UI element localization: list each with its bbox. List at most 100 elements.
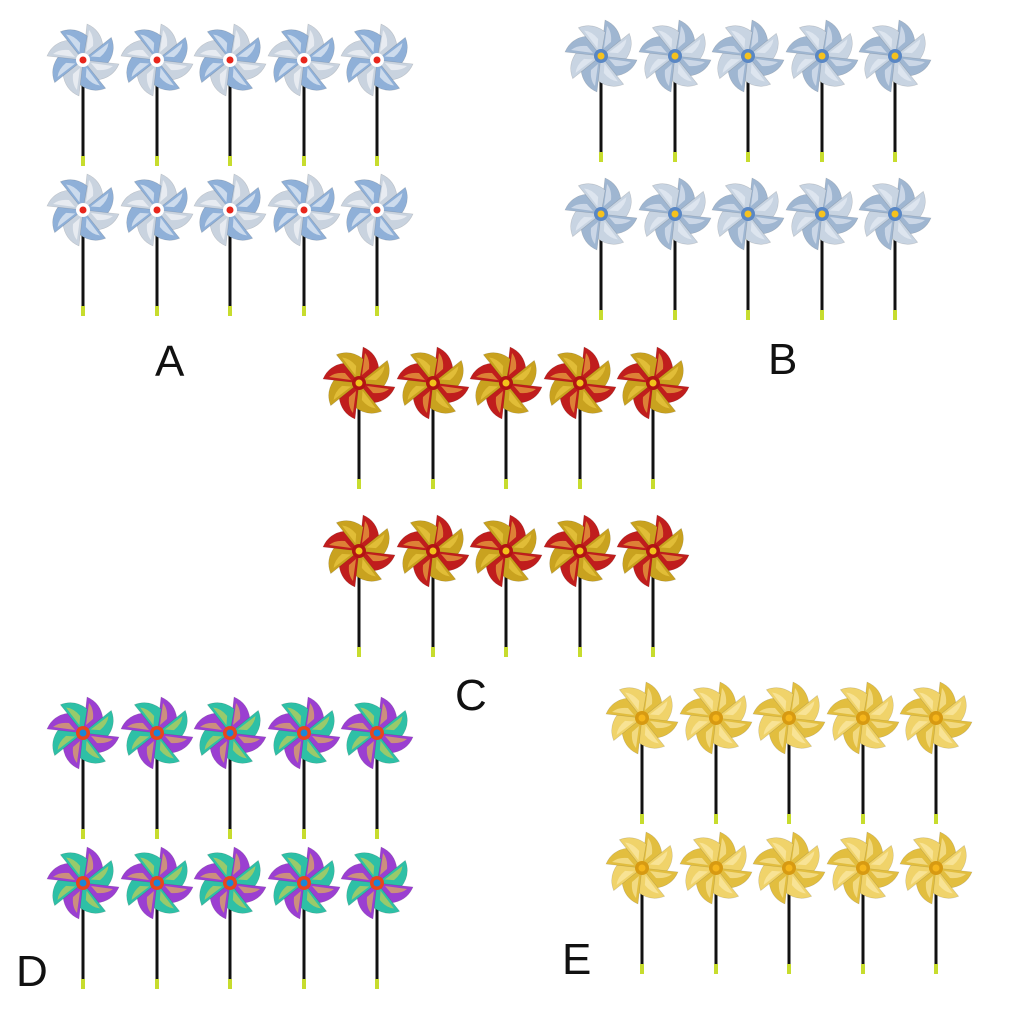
petal-shine bbox=[869, 58, 888, 73]
variant-d-group bbox=[44, 695, 424, 995]
petal-shine bbox=[569, 559, 577, 581]
petal-shine bbox=[677, 221, 692, 240]
hub bbox=[859, 864, 866, 872]
pinwheel-petals bbox=[120, 696, 193, 770]
pinwheel bbox=[394, 345, 472, 500]
stick-pole bbox=[640, 724, 644, 822]
stick-cap bbox=[301, 829, 306, 839]
stick-cap bbox=[301, 156, 306, 166]
petal-shine bbox=[91, 736, 113, 744]
petal-shine bbox=[756, 59, 778, 67]
petal-shine bbox=[870, 851, 888, 866]
pinwheel-petals bbox=[616, 514, 690, 588]
pinwheel-petals bbox=[858, 19, 932, 93]
stick-pole bbox=[673, 220, 676, 318]
petal-shine bbox=[333, 553, 352, 568]
petal-shine bbox=[204, 62, 223, 77]
petal-shine bbox=[204, 885, 223, 900]
variant-e-group bbox=[603, 680, 983, 980]
petal-shine bbox=[200, 199, 222, 207]
pinwheel bbox=[824, 830, 902, 985]
petal-shine bbox=[91, 213, 113, 221]
petal-shine bbox=[778, 726, 786, 748]
stick-pole bbox=[228, 889, 232, 987]
petal-shine bbox=[204, 735, 223, 750]
pinwheel bbox=[320, 345, 398, 500]
petal-shine bbox=[306, 890, 321, 909]
stick-pole bbox=[228, 66, 232, 164]
petal-shine bbox=[731, 188, 746, 207]
petal-shine bbox=[200, 722, 222, 730]
petal-shine bbox=[380, 30, 388, 52]
petal-shine bbox=[943, 851, 962, 866]
petal-shine bbox=[903, 59, 925, 67]
pinwheel-petals bbox=[322, 346, 396, 420]
pinwheel-petals bbox=[469, 346, 543, 420]
petal bbox=[280, 29, 309, 61]
petal-shine bbox=[213, 857, 228, 876]
petal-shine bbox=[384, 716, 403, 731]
pinwheel-petals bbox=[340, 696, 414, 770]
stick-pole bbox=[787, 724, 791, 822]
petal-shine bbox=[329, 372, 351, 380]
pinwheel bbox=[897, 830, 975, 985]
petal bbox=[629, 520, 658, 552]
pinwheel-petals bbox=[267, 846, 340, 920]
petal-shine bbox=[306, 67, 321, 86]
pinwheel-petals bbox=[899, 831, 973, 905]
petal-shine bbox=[938, 725, 953, 744]
stick-pole bbox=[893, 220, 897, 318]
pinwheel-petals bbox=[120, 846, 193, 920]
petal-shine bbox=[737, 64, 745, 86]
pinwheel bbox=[191, 695, 269, 850]
petal bbox=[353, 702, 382, 734]
stick-pole bbox=[746, 220, 750, 318]
petal-shine bbox=[204, 212, 223, 227]
petal-shine bbox=[380, 703, 388, 725]
petal-shine bbox=[804, 30, 819, 49]
hub bbox=[671, 52, 678, 60]
petal-shine bbox=[796, 58, 814, 73]
petal-shine bbox=[625, 692, 640, 711]
petal-shine bbox=[342, 525, 357, 544]
stick-pole bbox=[820, 62, 823, 160]
petal-shine bbox=[811, 64, 819, 86]
petal-shine bbox=[347, 872, 369, 880]
petal bbox=[133, 852, 162, 884]
petal-shine bbox=[480, 553, 499, 568]
pinwheel bbox=[191, 172, 269, 327]
hub bbox=[300, 206, 307, 214]
stick-pole bbox=[431, 389, 434, 487]
stick-pole bbox=[578, 557, 581, 655]
pinwheel bbox=[614, 513, 692, 668]
pinwheel-row bbox=[44, 695, 424, 850]
petal-shine bbox=[587, 554, 610, 562]
petal-shine bbox=[829, 217, 852, 225]
stick-cap bbox=[577, 647, 582, 657]
petal-shine bbox=[293, 891, 301, 913]
pinwheel-petals bbox=[193, 696, 267, 770]
stick-cap bbox=[81, 979, 85, 989]
petal-shine bbox=[362, 353, 370, 375]
petal bbox=[335, 520, 364, 552]
petal-shine bbox=[126, 199, 149, 207]
petal-shine bbox=[402, 372, 425, 380]
petal-shine bbox=[865, 875, 880, 894]
stick-pole bbox=[651, 557, 655, 655]
hub bbox=[638, 714, 646, 722]
petal-shine bbox=[804, 188, 819, 207]
petal-shine bbox=[655, 558, 670, 577]
stick-cap bbox=[860, 964, 865, 974]
petal-shine bbox=[164, 193, 182, 208]
petal-shine bbox=[85, 890, 100, 909]
petal-shine bbox=[837, 720, 855, 735]
petal bbox=[353, 29, 382, 61]
petal-shine bbox=[273, 49, 296, 57]
petal-shine bbox=[796, 851, 815, 866]
petal-shine bbox=[422, 391, 430, 413]
stick-cap bbox=[154, 306, 159, 316]
pinwheel bbox=[750, 830, 828, 985]
petal-shine bbox=[489, 525, 504, 544]
petal-shine bbox=[200, 872, 222, 880]
pinwheel bbox=[897, 680, 975, 835]
